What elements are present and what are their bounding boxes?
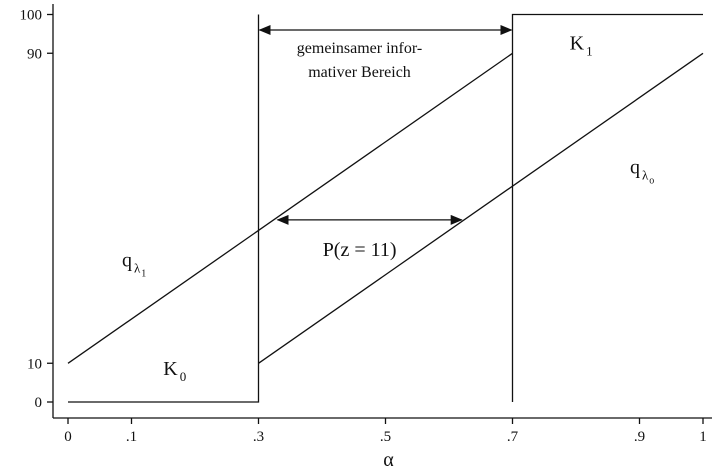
x-tick-label-5: .9 <box>634 429 645 445</box>
x-tick-label-3: .5 <box>380 429 391 445</box>
shared-region-label-line1: gemeinsamer infor- <box>297 40 422 57</box>
x-tick-label-2: .3 <box>253 429 264 445</box>
series-q0-line <box>258 52 704 364</box>
x-tick-label-4: .7 <box>507 429 519 445</box>
x-tick-label-1: .1 <box>126 429 137 445</box>
series-lines <box>67 13 704 403</box>
y-tick-label-0: 0 <box>35 395 43 411</box>
y-tick-label-3: 100 <box>20 8 43 24</box>
series-q1-line <box>67 52 513 364</box>
x-tick-label-6: 1 <box>699 429 707 445</box>
x-tick-label-0: 0 <box>64 429 72 445</box>
y-tick-label-2: 90 <box>27 46 42 62</box>
series-k1-line <box>511 13 703 402</box>
x-axis-title: α <box>383 449 394 471</box>
y-tick-label-1: 10 <box>27 356 42 372</box>
probability-label: P(z = 11) <box>323 239 397 261</box>
series-k0-line <box>68 14 260 403</box>
shared-region-label-line2: mativer Bereich <box>308 64 411 81</box>
